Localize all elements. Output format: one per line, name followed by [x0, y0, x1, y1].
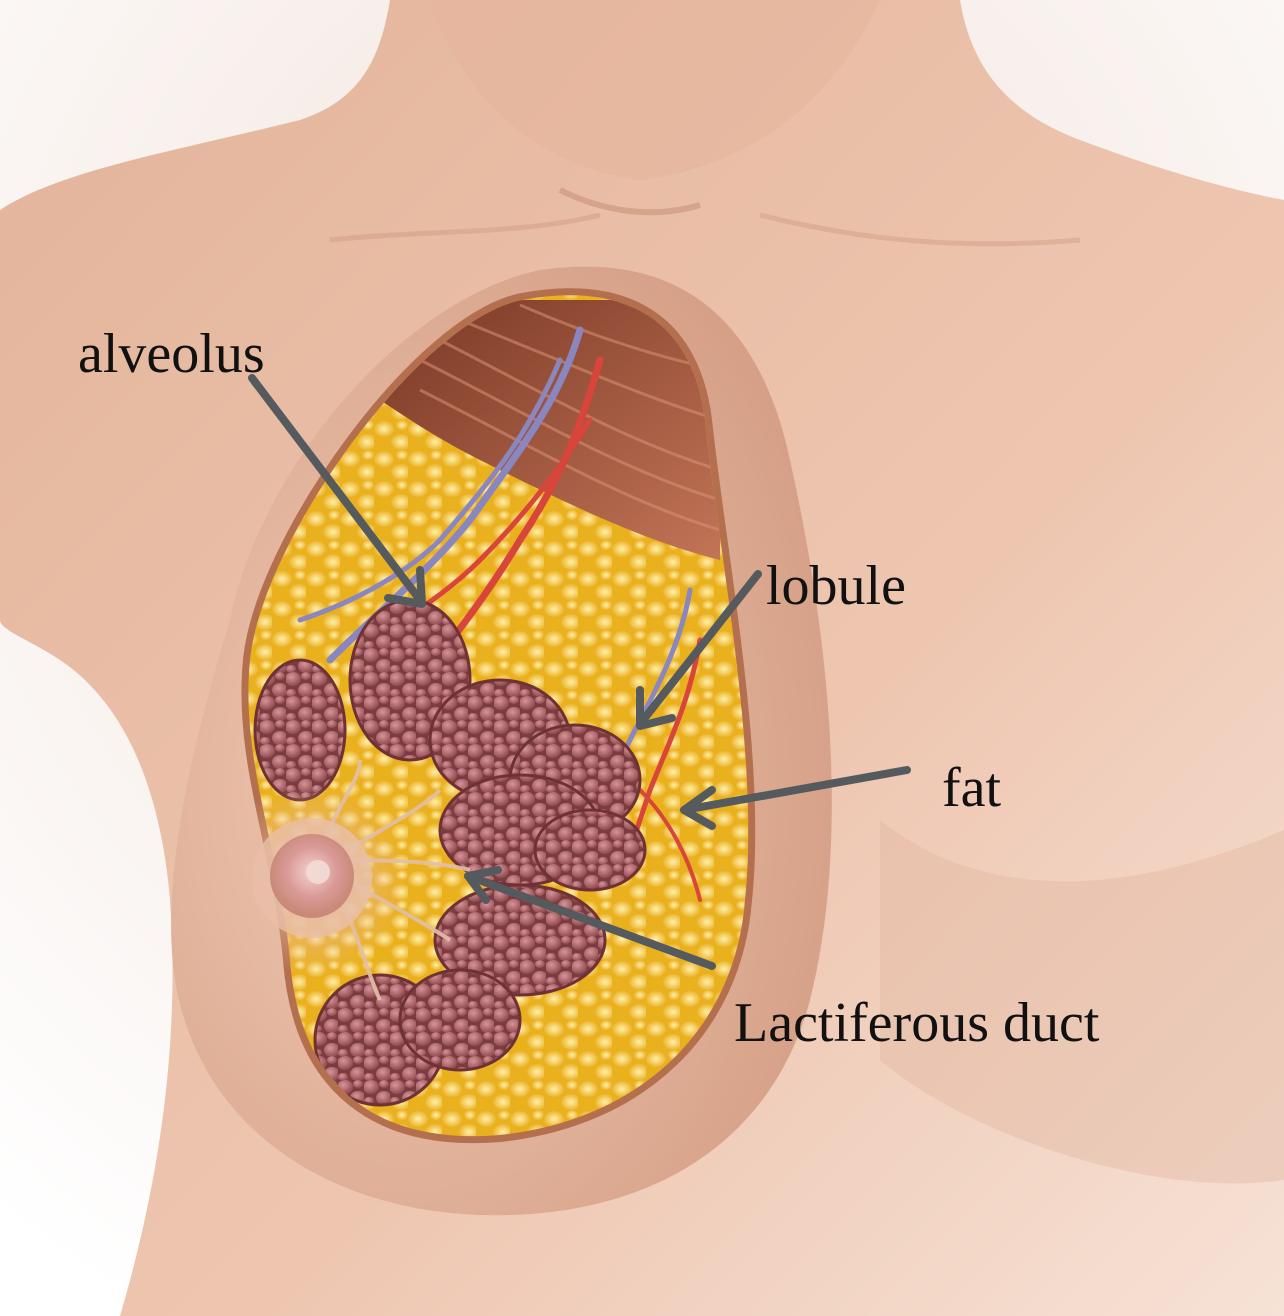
label-alveolus: alveolus [78, 326, 265, 382]
label-lobule: lobule [766, 558, 906, 614]
label-fat: fat [942, 760, 1001, 816]
label-lactiferous-duct: Lactiferous duct [734, 995, 1099, 1051]
